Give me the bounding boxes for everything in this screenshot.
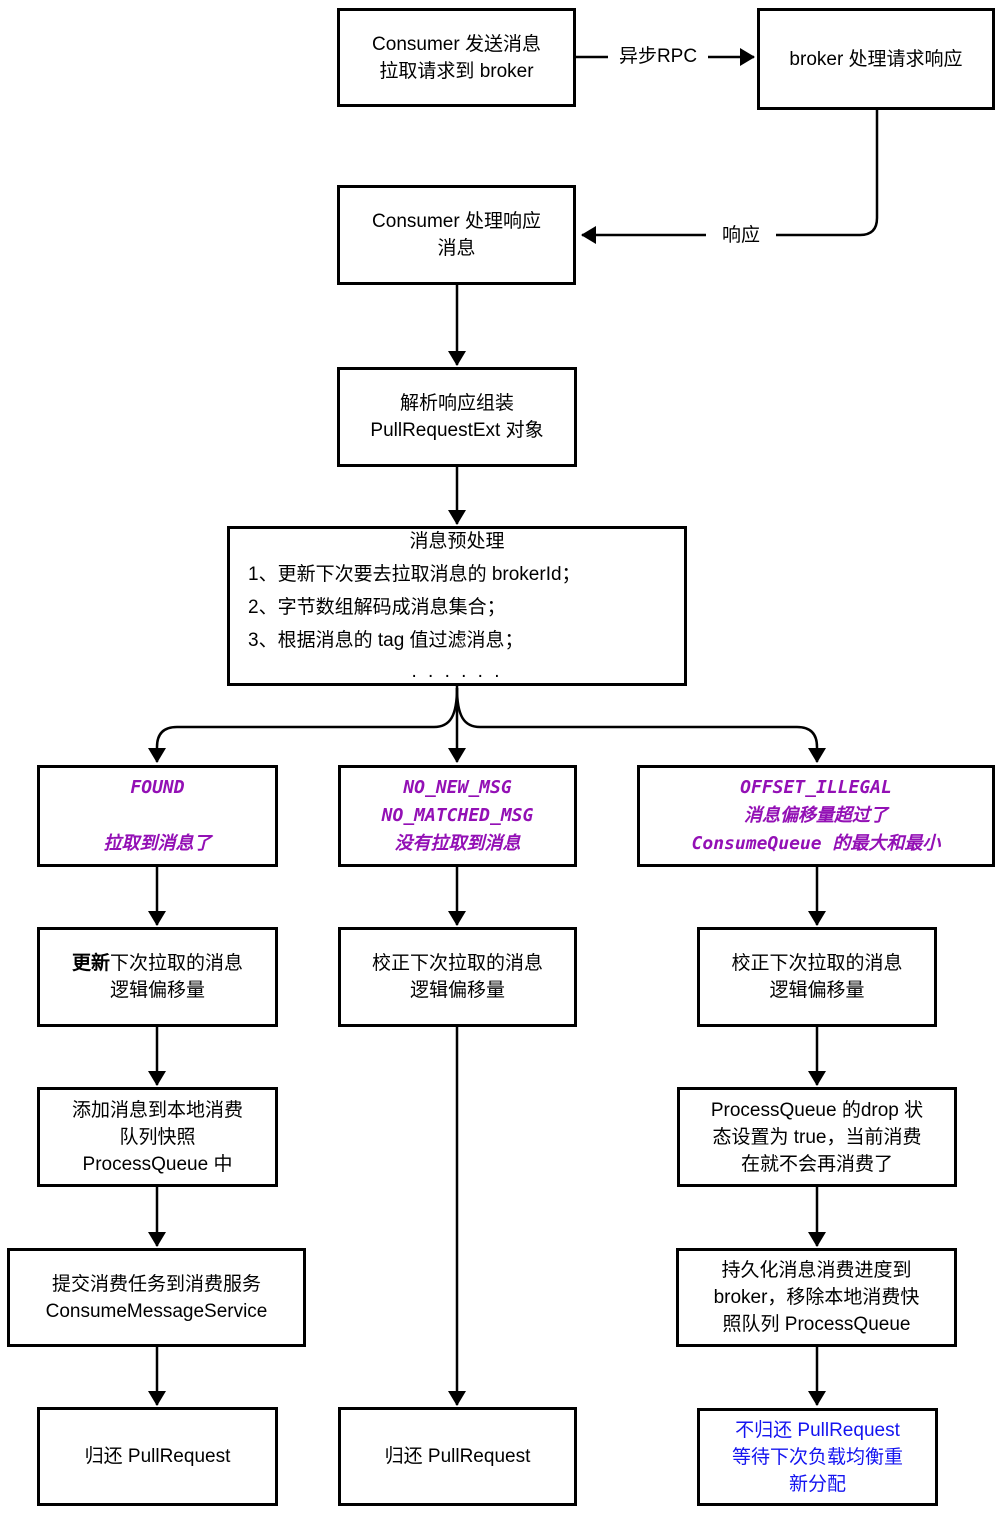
node-broker-process-request: broker 处理请求响应 (757, 8, 995, 110)
node-return-pullrequest-mid: 归还 PullRequest (338, 1407, 577, 1506)
node-update-next-offset: 更新下次拉取的消息 逻辑偏移量 (37, 927, 278, 1027)
edge-branch-left (148, 687, 459, 763)
node-message-preprocess: 消息预处理 1、更新下次要去拉取消息的 brokerId； 2、字节数组解码成消… (227, 526, 687, 686)
node-status-offset-illegal: OFFSET_ILLEGAL 消息偏移量超过了 ConsumeQueue 的最大… (637, 765, 995, 867)
edge-broker-response (581, 110, 879, 244)
update-rest-text: 下次拉取的消息 逻辑偏移量 (109, 953, 244, 1001)
node-persist-consume-offset: 持久化消息消费进度到 broker，移除本地消费快 照队列 ProcessQue… (676, 1248, 957, 1347)
node-parse-response: 解析响应组装 PullRequestExt 对象 (337, 367, 577, 467)
edge-branch-right (455, 687, 826, 763)
node-submit-consume-task: 提交消费任务到消费服务 ConsumeMessageService (7, 1248, 306, 1347)
preprocess-title: 消息预处理 (409, 531, 505, 552)
node-drop-process-queue: ProcessQueue 的drop 状 态设置为 true，当前消费 在就不会… (677, 1087, 957, 1187)
preprocess-item: 3、根据消息的 tag 值过滤消息； (248, 630, 524, 651)
node-status-no-msg: NO_NEW_MSG NO_MATCHED_MSG 没有拉取到消息 (338, 765, 577, 867)
edge-label-async-rpc: 异步RPC (608, 45, 708, 69)
preprocess-item: 2、字节数组解码成消息集合； (248, 597, 506, 618)
update-bold-prefix: 更新 (71, 953, 110, 974)
node-consumer-send-request: Consumer 发送消息 拉取请求到 broker (337, 8, 576, 107)
node-return-pullrequest-left: 归还 PullRequest (37, 1407, 278, 1506)
edge-label-response: 响应 (706, 224, 776, 248)
node-status-found: FOUND 拉取到消息了 (37, 765, 278, 867)
node-consumer-handle-response: Consumer 处理响应 消息 (337, 185, 576, 285)
preprocess-item: 1、更新下次要去拉取消息的 brokerId； (248, 564, 581, 585)
node-fix-next-offset-right: 校正下次拉取的消息 逻辑偏移量 (697, 927, 937, 1027)
preprocess-ellipsis: . . . . . . (411, 661, 503, 682)
node-fix-next-offset-mid: 校正下次拉取的消息 逻辑偏移量 (338, 927, 577, 1027)
node-no-return-pullrequest: 不归还 PullRequest 等待下次负载均衡重 新分配 (697, 1408, 938, 1506)
node-add-to-process-queue: 添加消息到本地消费 队列快照 ProcessQueue 中 (37, 1087, 278, 1187)
